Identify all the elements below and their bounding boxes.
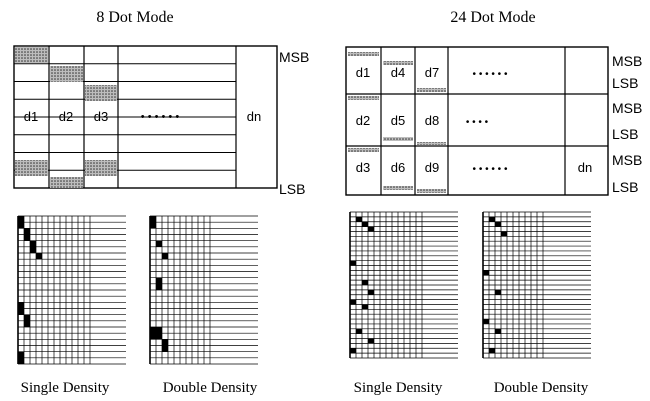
pin-dot bbox=[156, 240, 162, 247]
dot-label-d1: d1 bbox=[24, 109, 38, 124]
pin-dot bbox=[368, 226, 374, 232]
lsb-label: LSB bbox=[612, 126, 638, 142]
msb-label: MSB bbox=[612, 53, 642, 69]
pin-dot bbox=[356, 216, 362, 222]
eight-dot-panel: 8 Dot Mode MSB LSB d1 d2 d3 • • • • • • … bbox=[13, 9, 309, 396]
shaded-dot bbox=[417, 142, 446, 145]
shaded-dot bbox=[50, 66, 83, 82]
pin-dot bbox=[495, 328, 501, 334]
pin-dot bbox=[350, 299, 356, 305]
shaded-dot bbox=[383, 61, 413, 65]
pin-dot bbox=[483, 270, 489, 276]
pin-dot bbox=[495, 221, 501, 227]
caption-double-density: Double Density bbox=[494, 380, 589, 396]
caption-double-density: Double Density bbox=[163, 380, 258, 396]
shaded-dot bbox=[417, 88, 446, 92]
cell-label-d8: d8 bbox=[425, 113, 439, 128]
shaded-dot bbox=[348, 96, 379, 100]
shaded-dot bbox=[85, 85, 117, 101]
ellipsis-dots: • • • • • • bbox=[473, 164, 508, 175]
pin-dot bbox=[162, 253, 168, 260]
eight-dot-title: 8 Dot Mode bbox=[96, 9, 173, 26]
lsb-label: LSB bbox=[612, 75, 638, 91]
shaded-dot bbox=[15, 160, 48, 176]
pin-dot bbox=[495, 289, 501, 295]
pin-dot bbox=[362, 304, 368, 310]
msb-label: MSB bbox=[279, 49, 309, 65]
pin-dot bbox=[489, 216, 495, 222]
cell-label-d5: d5 bbox=[391, 113, 405, 128]
pin-dot bbox=[362, 221, 368, 227]
row-bit-labels: MSB LSB MSB LSB MSB LSB bbox=[612, 53, 642, 195]
pin-dot bbox=[501, 231, 507, 237]
pin-dot bbox=[350, 260, 356, 266]
dot-label-dn: dn bbox=[247, 109, 261, 124]
msb-label: MSB bbox=[612, 100, 642, 116]
single-density-pin-grid bbox=[17, 215, 126, 365]
shaded-dot bbox=[417, 189, 446, 193]
ellipsis-dots: • • • • bbox=[466, 117, 489, 128]
cell-labels: d1 d4 d7 d2 d5 d8 d3 d6 d9 • • • • • • •… bbox=[356, 65, 592, 175]
twenty-four-dot-panel: 24 Dot Mode MSB LSB MSB LSB MSB bbox=[345, 9, 642, 396]
lsb-label: LSB bbox=[279, 181, 305, 197]
double-density-pin-grid bbox=[149, 215, 258, 365]
eight-dot-grid bbox=[13, 45, 278, 189]
cell-label-d2: d2 bbox=[356, 113, 370, 128]
pin-dot bbox=[368, 338, 374, 344]
ellipsis-dots: • • • • • • bbox=[473, 69, 508, 80]
shaded-dot bbox=[50, 177, 83, 188]
pin-dot bbox=[350, 348, 356, 354]
pin-dot bbox=[362, 280, 368, 285]
shaded-dot bbox=[348, 148, 379, 152]
double-density-pin-grid bbox=[482, 211, 591, 359]
twenty-four-dot-frame bbox=[345, 46, 609, 196]
dot-label-d2: d2 bbox=[59, 109, 73, 124]
ellipsis-dots: • • • • • • bbox=[141, 111, 180, 123]
pin-dot bbox=[489, 348, 495, 354]
pin-dot bbox=[36, 253, 42, 260]
dot-label-d3: d3 bbox=[94, 109, 108, 124]
cell-label-d9: d9 bbox=[425, 160, 439, 175]
shaded-dot bbox=[85, 160, 117, 176]
single-density-pin-grid bbox=[349, 211, 458, 359]
cell-label-d4: d4 bbox=[391, 65, 405, 80]
cell-label-d6: d6 bbox=[391, 160, 405, 175]
cell-label-d3: d3 bbox=[356, 160, 370, 175]
cell-label-dn: dn bbox=[578, 160, 592, 175]
pin-dot bbox=[483, 319, 489, 324]
cell-label-d1: d1 bbox=[356, 65, 370, 80]
caption-single-density: Single Density bbox=[21, 380, 110, 396]
shaded-dot bbox=[383, 186, 413, 190]
cell-label-d7: d7 bbox=[425, 65, 439, 80]
pin-dot bbox=[368, 289, 374, 295]
shaded-dot bbox=[15, 47, 48, 63]
caption-single-density: Single Density bbox=[354, 380, 443, 396]
msb-label: MSB bbox=[612, 152, 642, 168]
lsb-label: LSB bbox=[612, 179, 638, 195]
twenty-four-dot-title: 24 Dot Mode bbox=[450, 9, 535, 26]
pin-dot bbox=[356, 328, 362, 334]
twenty-four-dot-grid bbox=[345, 46, 609, 196]
shaded-dot bbox=[383, 137, 413, 141]
shaded-dot bbox=[348, 52, 379, 56]
